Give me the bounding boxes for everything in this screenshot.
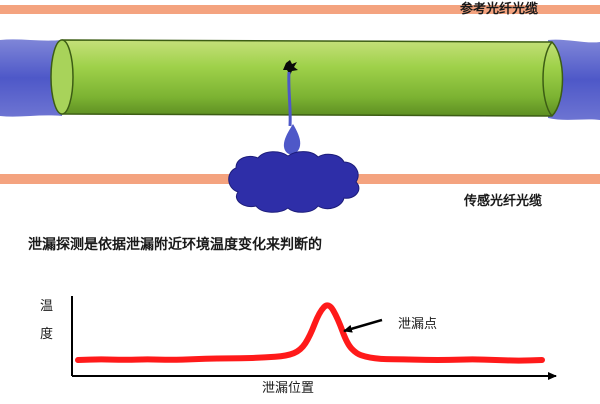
sensing-cable-label: 传感光纤光缆 (463, 194, 542, 209)
leak-point-arrow (343, 318, 383, 333)
x-axis-label: 泄漏位置 (262, 381, 315, 396)
y-axis-label-1: 温 (40, 299, 54, 314)
leak-stream (287, 71, 292, 127)
flow-left (0, 39, 62, 117)
pipe-body (50, 39, 564, 117)
leak-point-label: 泄漏点 (398, 317, 438, 332)
water-puddle (228, 151, 360, 213)
temperature-curve (75, 302, 545, 364)
diagram-caption: 泄漏探测是依据泄漏附近环境温度变化来判断的 (28, 237, 322, 253)
reference-cable-stripe (0, 5, 600, 14)
y-axis-label-2: 度 (40, 327, 54, 342)
pipe-left-end (50, 39, 74, 115)
leak-hole (283, 60, 298, 75)
leak-droplet (283, 124, 301, 155)
reference-cable-label: 参考光纤光缆 (459, 2, 538, 17)
pipe-right-end (542, 41, 553, 117)
